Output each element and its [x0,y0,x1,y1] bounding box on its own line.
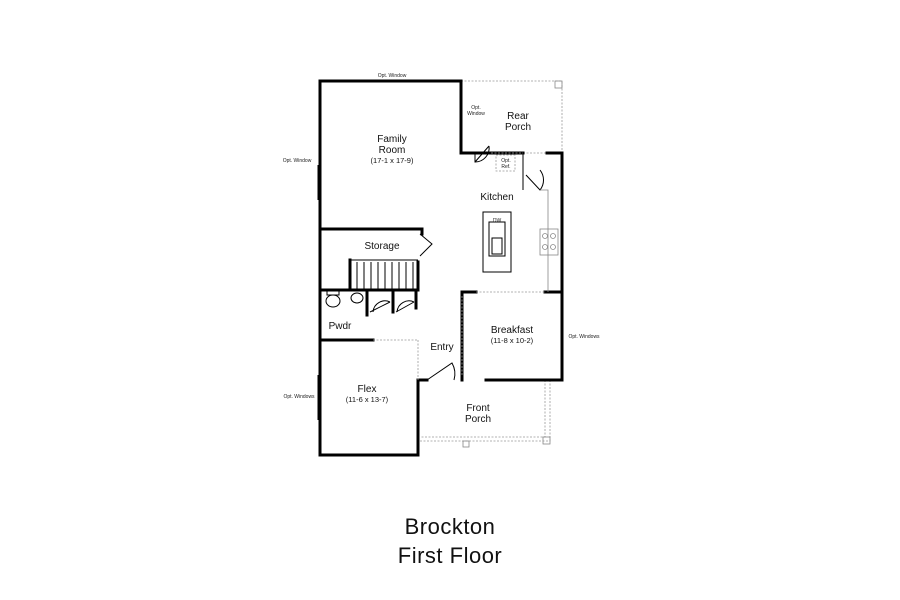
family-room-dims: (17-1 x 17-9) [371,156,414,165]
entry-label: Entry [430,342,453,353]
rear-porch-label-2: Porch [505,122,531,133]
kitchen-counter [539,189,559,292]
opt-window-rear-label-2: Window [467,111,485,117]
dw-label: DW [493,218,502,224]
opt-window-rear-label-1: Opt. [471,105,480,111]
staircase [350,259,418,290]
opt-windows-right-label: Opt. Windows [568,334,600,340]
plan-title: Brockton [404,514,496,539]
opt-window-left-label: Opt. Window [283,158,312,164]
opt-windows-left-label: Opt. Windows [283,394,315,400]
front-porch-label-1: Front [466,403,490,414]
pwdr-label: Pwdr [329,321,352,332]
storage-door [419,233,433,257]
window-markers [317,80,563,440]
plan-subtitle: First Floor [397,543,503,568]
door-swings [369,145,544,381]
storage-label: Storage [364,241,399,252]
front-porch-outline [417,380,551,448]
family-room-label-1: Family [377,134,406,145]
opt-ref-label-2: Ref. [501,164,510,170]
opening-lines [373,152,545,380]
rear-porch-label-1: Rear [507,111,529,122]
kitchen-island [482,211,512,273]
opt-window-top-label: Opt. Window [378,73,407,79]
front-porch-label-2: Porch [465,414,491,425]
family-room-label-2: Room [379,145,406,156]
opt-ref-label-1: Opt. [501,158,510,164]
flex-label: Flex [358,384,377,395]
breakfast-label: Breakfast [491,325,533,336]
powder-fixtures [325,290,364,308]
flex-dims: (11-6 x 13-7) [346,395,389,404]
kitchen-label: Kitchen [480,192,513,203]
breakfast-dims: (11-8 x 10-2) [491,336,534,345]
